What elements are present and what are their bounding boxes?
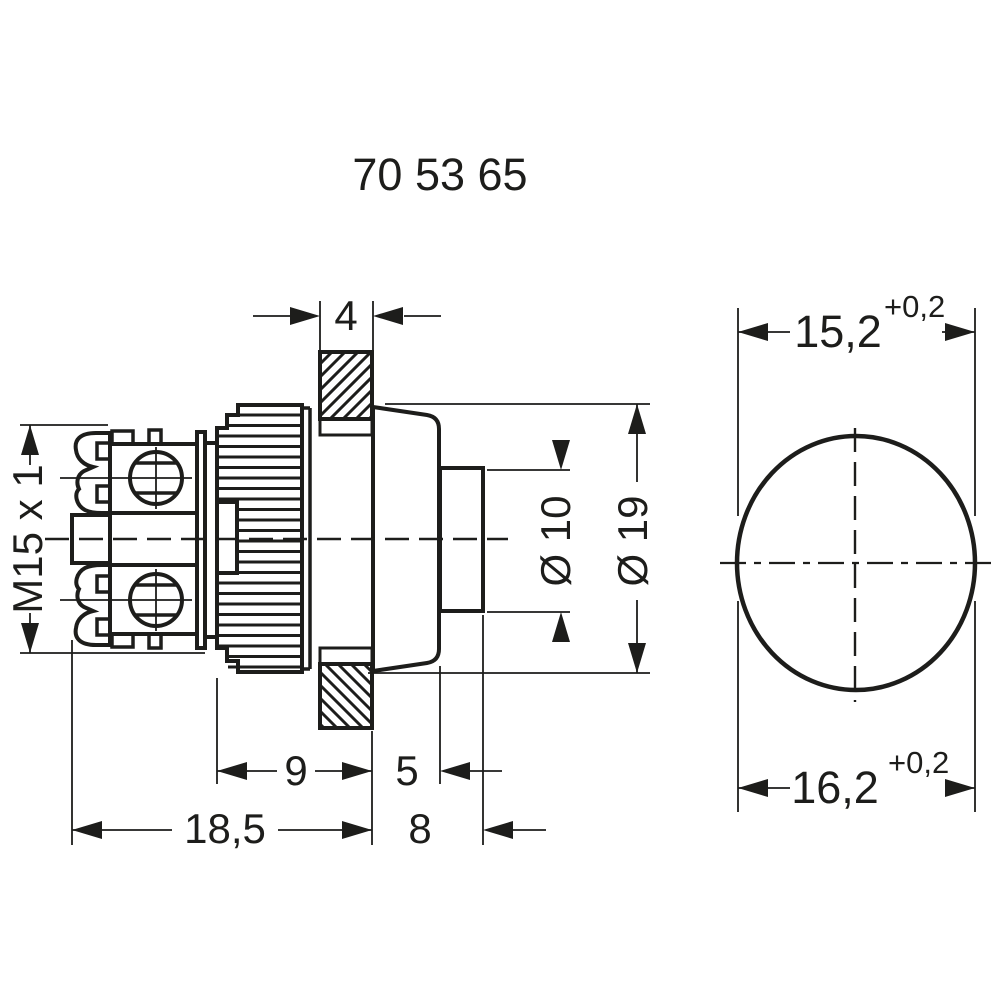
dim-thread: M15 x 1 — [4, 464, 51, 613]
dim-panel-thickness: 4 — [334, 292, 357, 339]
dim152-arrow — [945, 323, 975, 341]
dim10-arrow — [552, 440, 570, 470]
rear-stem — [70, 513, 112, 565]
housing-tab — [147, 632, 163, 650]
dim4-arrow — [290, 307, 320, 325]
dim152-arrow — [738, 323, 768, 341]
dim19-arrow — [628, 643, 646, 673]
housing-tab — [110, 632, 135, 649]
housing-tab — [110, 429, 135, 446]
dimM15-arrow — [21, 425, 39, 455]
side-view-dimensions: 4 M15 x 1 9 5 18,5 8 Ø 10 Ø 19 — [4, 292, 656, 852]
dim4-arrow — [373, 307, 403, 325]
side-view — [45, 350, 508, 730]
dim-button-diameter: Ø 10 — [532, 495, 579, 586]
thread-band — [318, 417, 374, 437]
lower-terminal-clamp — [73, 563, 112, 647]
extension-lines — [20, 301, 650, 845]
housing-tab — [147, 428, 163, 446]
knurl-lines — [217, 413, 302, 669]
dim185-arrow — [342, 821, 372, 839]
dim9-arrow — [342, 762, 372, 780]
dim-front-length: 8 — [408, 805, 431, 852]
dim-bezel-depth: 5 — [395, 747, 418, 794]
dim-nut-length: 9 — [284, 747, 307, 794]
dim-hole-width-tolerance: +0,2 — [884, 289, 945, 324]
dim162-arrow — [945, 779, 975, 797]
tangent-extension-lines — [737, 308, 976, 812]
bushing — [302, 406, 312, 671]
dim19-arrow — [628, 404, 646, 434]
dim162-arrow — [738, 779, 768, 797]
thread-band — [318, 646, 374, 666]
screw-centerlines — [60, 447, 192, 631]
dim9-arrow — [217, 762, 247, 780]
dim185-arrow — [72, 821, 102, 839]
dim-body-length: 18,5 — [184, 805, 266, 852]
dim10-arrow — [552, 612, 570, 642]
dim-hole-height-tolerance: +0,2 — [888, 745, 949, 780]
dimM15-arrow — [21, 623, 39, 653]
front-view: 15,2 +0,2 16,2 +0,2 — [720, 289, 995, 813]
dim-bezel-diameter: Ø 19 — [609, 495, 656, 586]
panel-hatch-top — [318, 350, 374, 421]
part-number-title: 70 53 65 — [352, 149, 527, 200]
dim-hole-height: 16,2 — [791, 762, 879, 813]
dim5-arrow — [440, 762, 470, 780]
upper-terminal-clamp — [73, 431, 112, 515]
dim8-arrow — [483, 821, 513, 839]
dim-hole-width: 15,2 — [794, 306, 882, 357]
panel-hatch-bottom — [318, 662, 374, 730]
